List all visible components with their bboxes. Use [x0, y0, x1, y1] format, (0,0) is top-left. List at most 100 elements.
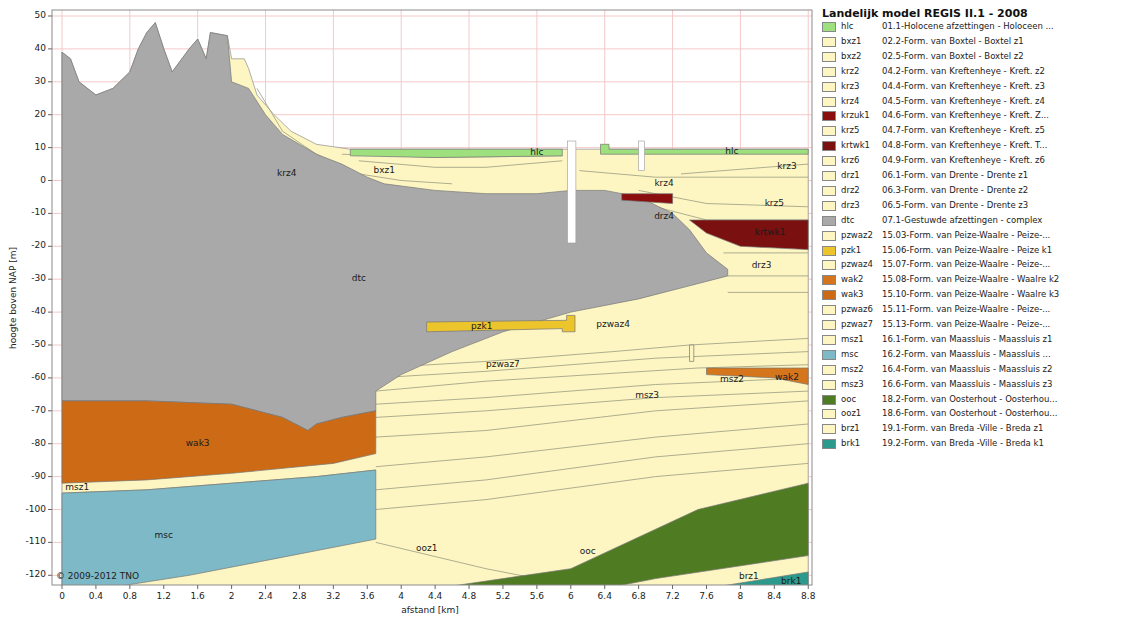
legend-description: 15.08-Form. van Peize-Waalre - Waalre k2: [882, 276, 1059, 285]
clay-layer: [427, 315, 575, 331]
axis-tick-label: 0.4: [89, 592, 103, 602]
tick: [197, 585, 198, 589]
layer-label: pzwaz4: [596, 320, 630, 330]
axis-tick-label: 4.4: [428, 592, 442, 602]
axis-tick-label: 5.2: [496, 592, 510, 602]
axis-tick-label: 6.8: [631, 592, 645, 602]
layer-boundary: [723, 252, 808, 253]
axis-tick-label: -120: [26, 570, 46, 580]
legend-description: 04.9-Form. van Kreftenheye - Kreft. z6: [882, 156, 1045, 165]
layer-label: hlc: [530, 148, 543, 158]
holocene-layer: [350, 149, 562, 157]
chart-title: Landelijk model REGIS II.1 - 2008: [822, 8, 1028, 20]
axis-tick-label: 8.4: [767, 592, 781, 602]
axis-tick-label: 3.6: [360, 592, 374, 602]
legend-code: msc: [841, 350, 858, 359]
axis-tick-label: 5.6: [530, 592, 544, 602]
layer-boundary: [690, 345, 694, 361]
axis-tick-label: -90: [31, 472, 46, 482]
axis-tick-label: -50: [31, 340, 46, 350]
clay-layer: [62, 470, 376, 585]
legend-description: 02.5-Form. van Boxtel - Boxtel z2: [882, 52, 1024, 61]
legend-code: hlc: [841, 22, 853, 31]
axis-tick-label: 7.2: [665, 592, 679, 602]
grid-line: [52, 16, 812, 17]
tick: [502, 585, 503, 589]
tick: [469, 585, 470, 589]
legend-code: wak3: [841, 291, 864, 300]
axis-tick-label: 30: [35, 77, 46, 87]
layer-label: msz3: [635, 391, 659, 401]
tick: [48, 443, 52, 444]
legend-code: krz5: [841, 127, 859, 136]
legend-description: 16.6-Form. van Maassluis - Maassluis z3: [882, 380, 1052, 389]
axis-tick-label: -10: [31, 208, 46, 218]
axis-tick-label: 6.4: [598, 592, 612, 602]
axis-tick-label: 7.6: [699, 592, 713, 602]
axis-tick-label: 0: [40, 176, 46, 186]
axis-tick-label: -40: [31, 307, 46, 317]
legend-description: 04.4-Form. van Kreftenheye - Kreft. z3: [882, 82, 1045, 91]
axis-tick-label: 4: [398, 592, 404, 602]
layer-boundary: [257, 88, 452, 183]
axis-tick-label: 10: [35, 143, 46, 153]
tick: [367, 585, 368, 589]
clay-layer: [435, 483, 808, 585]
legend-swatch: [822, 246, 836, 256]
legend-description: 15.03-Form. van Peize-Waalre - Peize-...: [882, 231, 1050, 240]
axis-tick-label: -20: [31, 241, 46, 251]
tick: [48, 312, 52, 313]
clay-layer: [690, 572, 809, 585]
legend-code: krz2: [841, 67, 859, 76]
tick: [48, 476, 52, 477]
legend-swatch: [822, 97, 836, 107]
layer-label: krz5: [765, 199, 784, 209]
legend-swatch: [822, 141, 836, 151]
layer-label: wak3: [186, 439, 210, 449]
legend-swatch: [822, 126, 836, 136]
tick: [48, 213, 52, 214]
legend-swatch: [822, 201, 836, 211]
layer-label: wak2: [775, 373, 799, 383]
legend-code: pzwaz6: [841, 305, 873, 314]
legend-swatch: [822, 380, 836, 390]
tick: [570, 585, 571, 589]
axis-tick-label: 1.6: [191, 592, 205, 602]
layer-label: ooc: [580, 547, 596, 557]
layer-label: msz1: [65, 483, 89, 493]
legend-code: drz1: [841, 171, 860, 180]
legend-description: 07.1-Gestuwde afzettingen - complex: [882, 216, 1042, 225]
axis-tick-label: 3.2: [326, 592, 340, 602]
axis-tick-label: 1.2: [157, 592, 171, 602]
legend-swatch: [822, 365, 836, 375]
axis-tick-label: 20: [35, 110, 46, 120]
legend-swatch: [822, 275, 836, 285]
tick: [48, 345, 52, 346]
legend-description: 16.4-Form. van Maassluis - Maassluis z2: [882, 365, 1052, 374]
layer-label: brz1: [739, 572, 759, 582]
legend-swatch: [822, 52, 836, 62]
axis-tick-label: 2.4: [258, 592, 272, 602]
axis-tick-label: 2.8: [292, 592, 306, 602]
tick: [333, 585, 334, 589]
legend-description: 06.1-Form. van Drente - Drente z1: [882, 171, 1028, 180]
legend-description: 04.8-Form. van Kreftenheye - Kreft. T...: [882, 142, 1047, 151]
layer-label: hlc: [725, 147, 738, 157]
legend-description: 16.2-Form. van Maassluis - Maassluis ...: [882, 350, 1051, 359]
layer-label: krz4: [654, 179, 673, 189]
axis-tick-label: 40: [35, 44, 46, 54]
legend-code: ooc: [841, 395, 856, 404]
legend-code: drz2: [841, 186, 860, 195]
layer-label: drz4: [654, 212, 674, 222]
legend-code: drz3: [841, 201, 860, 210]
tick: [740, 585, 741, 589]
layer-boundary: [728, 292, 809, 293]
legend-code: pzk1: [841, 246, 861, 255]
legend-swatch: [822, 409, 836, 419]
legend-swatch: [822, 320, 836, 330]
legend-code: bxz2: [841, 52, 861, 61]
legend-description: 15.13-Form. van Peize-Waalre - Peize-...: [882, 320, 1050, 329]
legend-swatch: [822, 290, 836, 300]
borehole-gap: [567, 141, 575, 243]
tick: [265, 585, 266, 589]
